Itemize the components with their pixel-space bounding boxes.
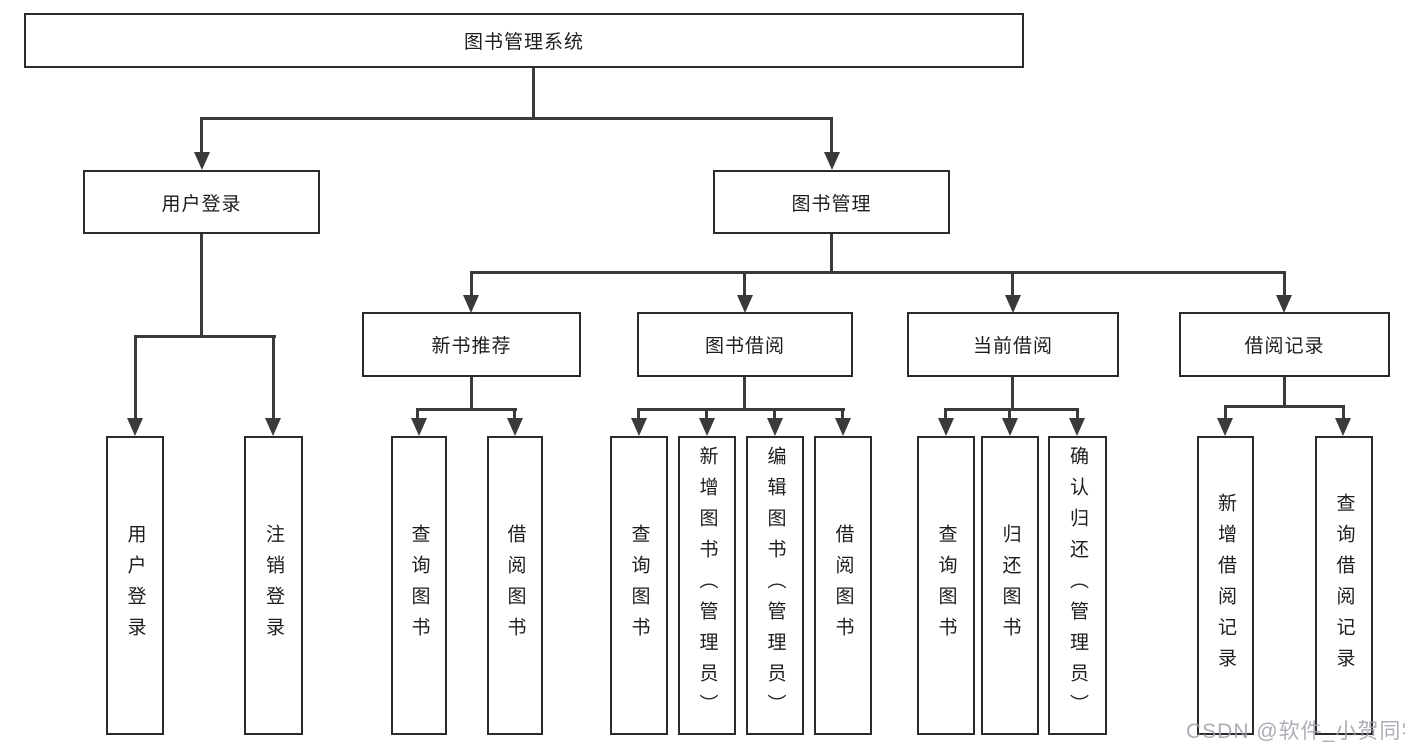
connector-user-login-stem: [200, 234, 203, 337]
arrow-down-icon: [265, 418, 281, 436]
arrow-down-icon: [699, 418, 715, 436]
connector-level2-bus: [470, 271, 1286, 274]
leaf-user-login: 用户登录: [106, 436, 164, 735]
connector-current-borrow-stem: [1011, 377, 1014, 410]
connector-drop-book-borrow: [743, 271, 746, 299]
arrow-down-icon: [631, 418, 647, 436]
arrow-down-icon: [411, 418, 427, 436]
arrow-down-icon: [1002, 418, 1018, 436]
connector-drop-leaf: [272, 335, 275, 422]
leaf-query-books-borrow: 查询图书: [610, 436, 668, 735]
connector-drop-leaf: [1224, 405, 1227, 423]
node-borrow-records: 借阅记录: [1179, 312, 1390, 377]
arrow-down-icon: [194, 152, 210, 170]
connector-drop-leaf: [1342, 405, 1345, 423]
leaf-logout-login: 注销登录: [244, 436, 303, 735]
arrow-down-icon: [824, 152, 840, 170]
arrow-down-icon: [507, 418, 523, 436]
connector-drop-leaf: [1008, 408, 1011, 424]
leaf-add-borrow-record: 新增借阅记录: [1197, 436, 1254, 735]
connector-drop-leaf: [841, 408, 844, 424]
connector-drop-leaf: [1076, 408, 1079, 424]
csdn-watermark: CSDN @软件_小贺同学: [1186, 720, 1405, 743]
connector-drop-borrow-records: [1283, 271, 1286, 299]
connector-drop-leaf: [705, 408, 708, 424]
node-new-book-recommend: 新书推荐: [362, 312, 581, 377]
leaf-query-borrow-record: 查询借阅记录: [1315, 436, 1373, 735]
arrow-down-icon: [1005, 295, 1021, 313]
connector-drop-leaf: [773, 408, 776, 424]
connector-borrow-records-stem: [1283, 377, 1286, 407]
connector-drop-new-book: [470, 271, 473, 299]
arrow-down-icon: [127, 418, 143, 436]
arrow-down-icon: [1335, 418, 1351, 436]
connector-root-stem: [532, 68, 535, 117]
leaf-edit-books-admin: 编辑图书（管理员）: [746, 436, 804, 735]
connector-book-management-stem: [830, 234, 833, 274]
connector-drop-user-login: [200, 117, 203, 155]
connector-book-borrow-bus: [637, 408, 845, 411]
leaf-add-books-admin: 新增图书（管理员）: [678, 436, 736, 735]
node-book-management: 图书管理: [713, 170, 950, 234]
arrow-down-icon: [737, 295, 753, 313]
connector-book-borrow-stem: [743, 377, 746, 410]
connector-drop-current-borrow: [1011, 271, 1014, 299]
arrow-down-icon: [463, 295, 479, 313]
connector-drop-leaf: [637, 408, 640, 424]
leaf-query-books-recommend: 查询图书: [391, 436, 447, 735]
connector-user-login-bus: [134, 335, 276, 338]
arrow-down-icon: [1069, 418, 1085, 436]
leaf-return-books: 归还图书: [981, 436, 1039, 735]
connector-borrow-records-bus: [1224, 405, 1345, 408]
connector-drop-leaf: [416, 408, 419, 424]
leaf-borrow-books-recommend: 借阅图书: [487, 436, 543, 735]
leaf-confirm-return-admin: 确认归还（管理员）: [1048, 436, 1107, 735]
node-book-borrow: 图书借阅: [637, 312, 853, 377]
connector-new-book-bus: [416, 408, 517, 411]
node-user-login: 用户登录: [83, 170, 320, 234]
connector-current-borrow-bus: [944, 408, 1079, 411]
arrow-down-icon: [767, 418, 783, 436]
arrow-down-icon: [1217, 418, 1233, 436]
connector-level1-bus: [200, 117, 833, 120]
leaf-borrow-books: 借阅图书: [814, 436, 872, 735]
connector-drop-leaf: [944, 408, 947, 424]
connector-new-book-stem: [470, 377, 473, 410]
node-current-borrow: 当前借阅: [907, 312, 1119, 377]
connector-drop-leaf: [134, 335, 137, 422]
connector-drop-leaf: [513, 408, 516, 424]
node-root: 图书管理系统: [24, 13, 1024, 68]
arrow-down-icon: [938, 418, 954, 436]
leaf-query-books-current: 查询图书: [917, 436, 975, 735]
connector-drop-book-management: [830, 117, 833, 155]
arrow-down-icon: [835, 418, 851, 436]
arrow-down-icon: [1276, 295, 1292, 313]
